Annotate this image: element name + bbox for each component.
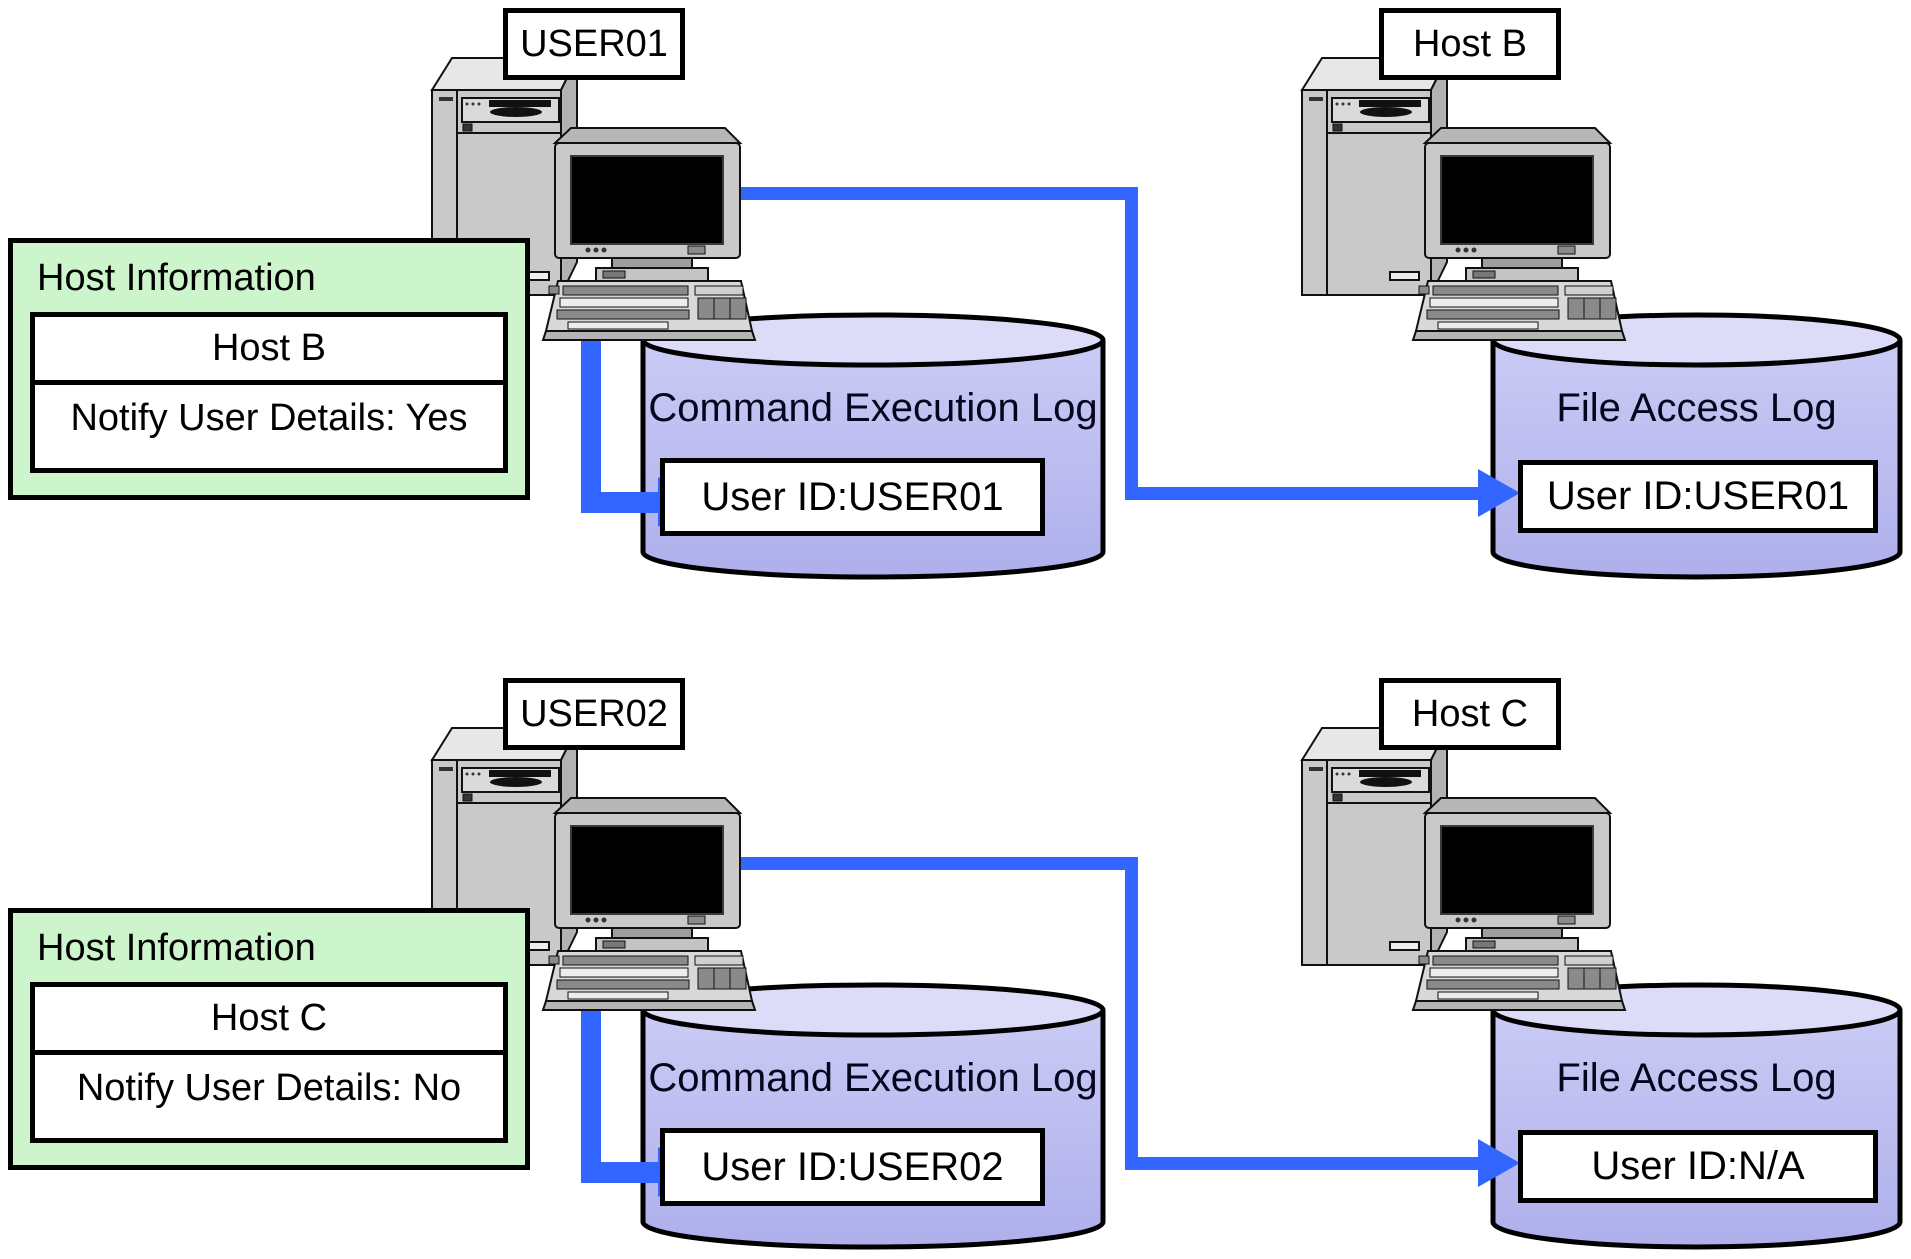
file-log-entry: User ID:USER01: [1518, 460, 1878, 533]
hostb-label: Host B: [1379, 8, 1561, 80]
command-log-entry: User ID:USER02: [660, 1128, 1045, 1206]
host-name-value: Host C: [35, 987, 503, 1055]
user01-label: USER01: [503, 8, 685, 80]
command-log-cylinder: [643, 315, 1103, 577]
host-name-value: Host B: [35, 317, 503, 385]
host-information-table: Host C Notify User Details: No: [30, 982, 508, 1143]
command-log-title: Command Execution Log: [648, 1055, 1098, 1100]
host-information-title: Host Information: [37, 927, 316, 969]
command-log-entry: User ID:USER01: [660, 458, 1045, 536]
hostc-label: Host C: [1379, 678, 1561, 750]
host-information-panel: Host Information Host B Notify User Deta…: [8, 238, 530, 500]
notify-setting-value: Notify User Details: No: [76, 1067, 462, 1109]
host-information-title: Host Information: [37, 257, 316, 299]
host-workstation-icon: [1301, 727, 1626, 1011]
user02-label: USER02: [503, 678, 685, 750]
host-information-panel: Host Information Host C Notify User Deta…: [8, 908, 530, 1170]
file-log-title: File Access Log: [1556, 1055, 1837, 1100]
file-log-cylinder: [1493, 315, 1900, 577]
file-log-cylinder: [1493, 985, 1900, 1247]
file-log-title: File Access Log: [1556, 385, 1837, 430]
file-log-entry: User ID:N/A: [1518, 1130, 1878, 1203]
command-log-title: Command Execution Log: [648, 385, 1098, 430]
host-information-table: Host B Notify User Details: Yes: [30, 312, 508, 473]
command-log-cylinder: [643, 985, 1103, 1247]
host-workstation-icon: [1301, 57, 1626, 341]
notify-setting-value: Notify User Details: Yes: [70, 397, 468, 439]
